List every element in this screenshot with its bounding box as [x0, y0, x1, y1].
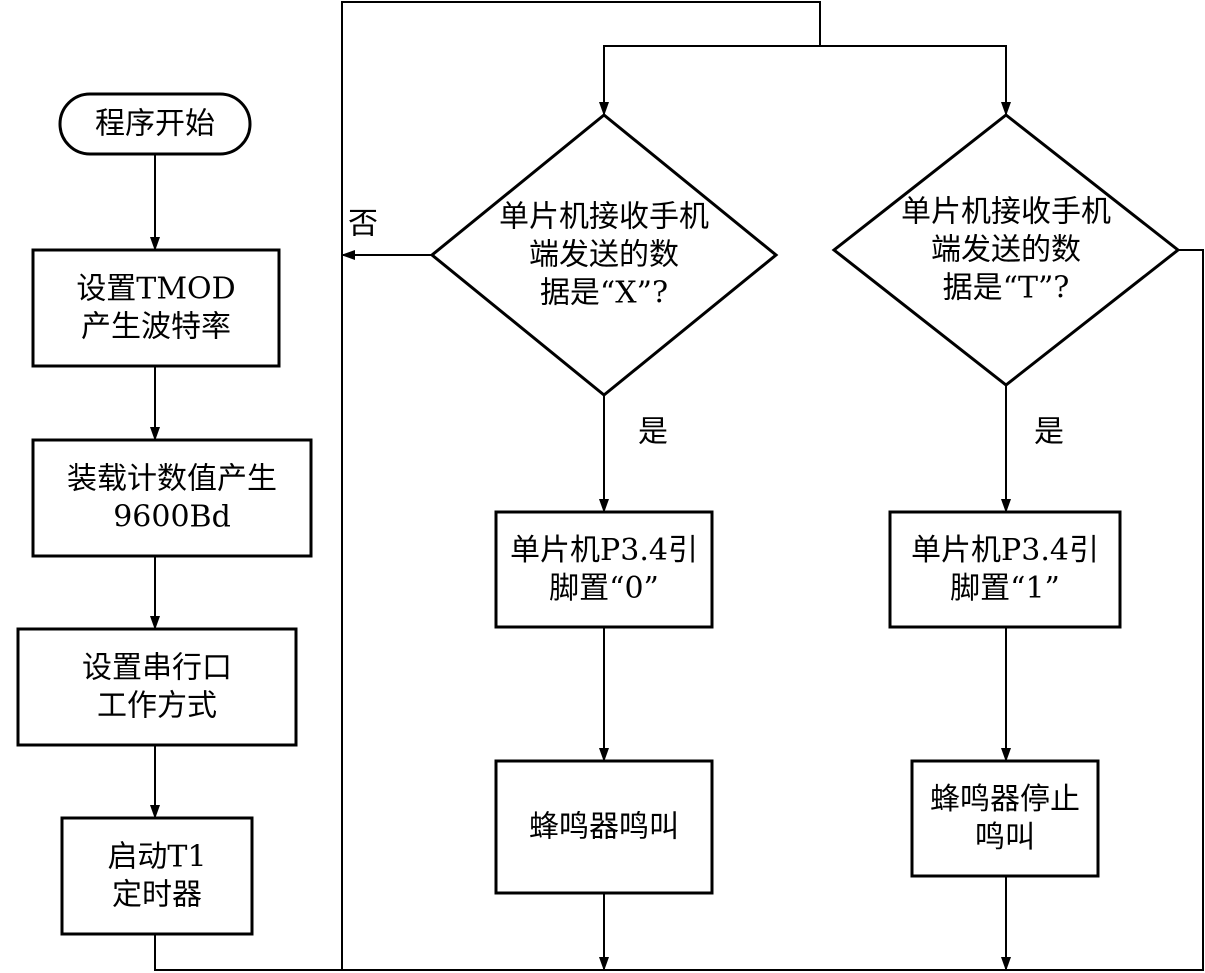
- node-text-line: 据是“X”?: [540, 276, 668, 311]
- node-text-line: 端发送的数: [529, 238, 679, 273]
- node-text-line: 蜂鸣器停止: [930, 782, 1080, 817]
- nodes-layer: 程序开始设置TMOD产生波特率装载计数值产生9600Bd设置串行口工作方式启动T…: [16, 92, 1181, 936]
- node-text-line: 脚置“0”: [549, 571, 659, 606]
- process-box: [31, 438, 313, 558]
- node-text-line: 程序开始: [95, 107, 215, 142]
- decision-diamond: [831, 113, 1181, 387]
- edge-label: 是: [638, 415, 668, 450]
- process-box: [16, 627, 298, 747]
- node-text-line: 单片机接收手机: [499, 200, 709, 235]
- node-text-line: 设置TMOD: [76, 272, 235, 307]
- edge-labels-layer: 是 是 否: [348, 207, 1064, 450]
- process-box: [494, 510, 714, 629]
- terminal-shape: [58, 92, 252, 156]
- process-box: [31, 248, 281, 368]
- node-text-line: 产生波特率: [81, 310, 231, 345]
- process-box: [910, 759, 1100, 878]
- node-text-line: 9600Bd: [113, 500, 231, 535]
- node-buzz-on: 蜂鸣器鸣叫: [494, 759, 714, 895]
- node-text-line: 蜂鸣器鸣叫: [529, 810, 679, 845]
- node-text-line: 鸣叫: [975, 820, 1035, 855]
- edge-start-timer-to-check-x: [154, 1, 821, 971]
- edge-label: 是: [1034, 415, 1064, 450]
- edges-layer: [150, 1, 1204, 971]
- edge-check-t-to-start-timer: [342, 249, 1204, 971]
- node-text-line: 定时器: [112, 878, 202, 913]
- node-text-line: 启动T1: [107, 840, 206, 875]
- node-text-line: 单片机P3.4引: [510, 533, 698, 568]
- process-box: [494, 759, 714, 895]
- decision-diamond: [429, 113, 779, 397]
- process-box: [60, 816, 254, 936]
- node-start: 程序开始: [58, 92, 252, 156]
- process-box: [888, 510, 1122, 629]
- node-text-line: 单片机接收手机: [901, 195, 1111, 230]
- node-text-line: 单片机P3.4引: [911, 533, 1099, 568]
- edge-start-timer-to-check-t: [820, 45, 1011, 116]
- node-text-line: 工作方式: [97, 689, 217, 724]
- node-text-line: 据是“T”?: [943, 271, 1070, 306]
- node-text-line: 设置串行口: [82, 651, 232, 686]
- edge-label: 否: [348, 207, 378, 242]
- node-text-line: 装载计数值产生: [67, 462, 277, 497]
- node-text-line: 脚置“1”: [950, 571, 1060, 606]
- node-text-line: 端发送的数: [931, 233, 1081, 268]
